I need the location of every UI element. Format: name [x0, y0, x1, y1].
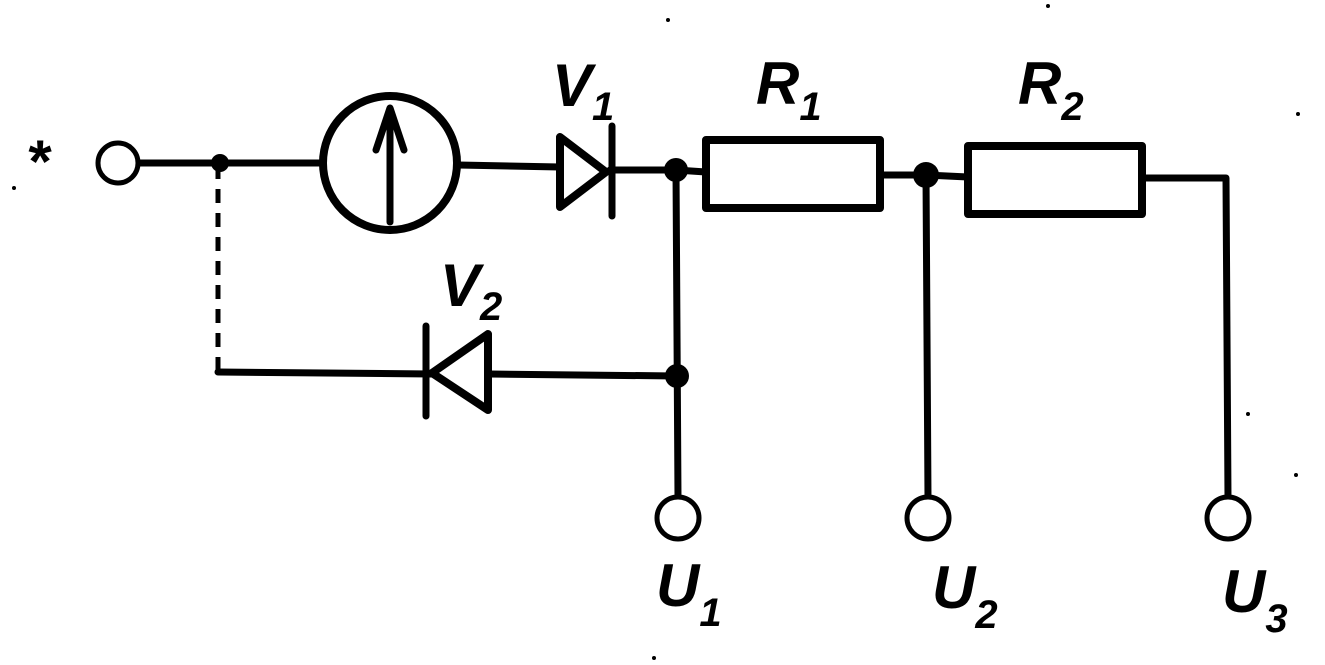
label-u3: U3 — [1222, 558, 1288, 641]
ammeter — [319, 92, 461, 234]
label-v1: V1 — [552, 52, 614, 129]
label-u2-letter: U — [932, 554, 977, 621]
junction-r1-r2 — [913, 162, 939, 188]
label-u1-index: 1 — [699, 591, 721, 635]
label-u3-index: 3 — [1265, 597, 1287, 641]
diode-v2 — [422, 322, 492, 420]
output-terminal-u1 — [654, 494, 702, 542]
wire-v2-to-node — [486, 370, 680, 380]
diode-v1-triangle — [556, 133, 610, 211]
resistor-r2 — [964, 142, 1146, 218]
label-v1-index: 1 — [592, 85, 614, 129]
wire-vertical-u1 — [672, 166, 682, 502]
label-v1-letter: V — [552, 52, 597, 119]
output-terminal-u3 — [1204, 494, 1252, 542]
label-r2: R2 — [1018, 50, 1084, 129]
input-marker-label: * — [26, 128, 52, 195]
label-r1: R1 — [756, 50, 822, 129]
junctions — [211, 154, 939, 388]
output-terminal-u2 — [904, 494, 952, 542]
meter-needle-arrowhead — [372, 104, 408, 154]
input-terminal — [95, 140, 141, 186]
label-u2-index: 2 — [974, 593, 997, 637]
diode-v1 — [556, 122, 616, 220]
wire-meter-to-v1 — [454, 161, 564, 171]
label-v2-letter: V — [440, 252, 485, 319]
label-v2: V2 — [440, 252, 502, 329]
junction-input — [211, 154, 229, 172]
label-v2-index: 2 — [479, 285, 502, 329]
label-r2-index: 2 — [1060, 85, 1083, 129]
scan-specks — [12, 4, 1300, 660]
label-u3-letter: U — [1222, 558, 1267, 625]
label-r1-index: 1 — [799, 85, 821, 129]
junction-v2 — [665, 364, 689, 388]
resistor-r1 — [702, 136, 884, 212]
wire-r2-to-u3 — [1138, 174, 1232, 502]
label-u2: U2 — [932, 554, 998, 637]
diode-v2-triangle — [428, 330, 492, 414]
label-u1-letter: U — [656, 552, 701, 619]
wire-vertical-u2 — [922, 171, 932, 502]
wire-left-bottom — [214, 368, 436, 378]
label-r1-letter: R — [756, 50, 799, 117]
junction-v1-r1 — [664, 158, 688, 182]
label-u1: U1 — [656, 552, 722, 635]
label-r2-letter: R — [1018, 50, 1061, 117]
